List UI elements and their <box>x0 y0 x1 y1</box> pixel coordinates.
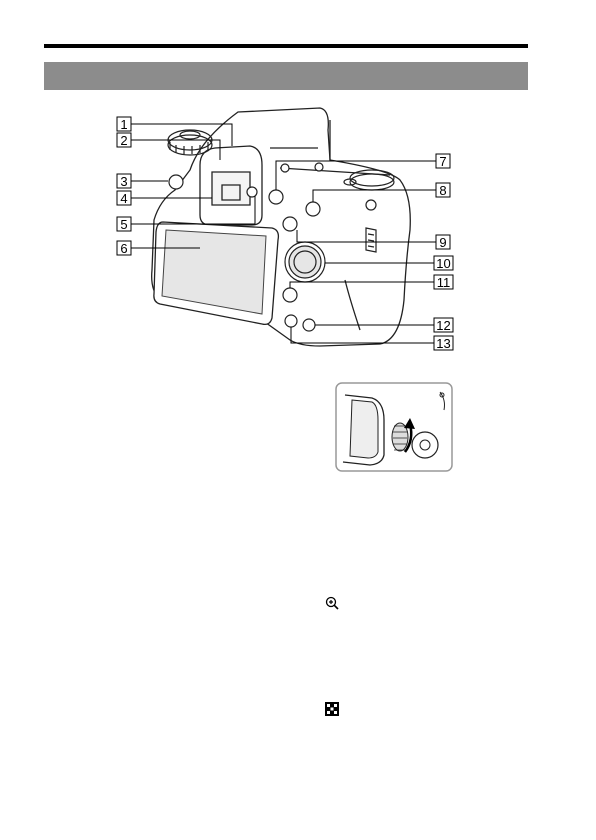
callout-12: 12 <box>436 318 450 333</box>
callout-11: 11 <box>437 275 451 290</box>
zoom-in-icon <box>325 596 339 614</box>
callout-9: 9 <box>439 235 446 250</box>
multi-selector <box>285 242 325 282</box>
callout-6: 6 <box>120 241 127 256</box>
callout-7: 7 <box>439 154 446 169</box>
lcd-monitor <box>154 222 279 324</box>
callout-8: 8 <box>439 183 446 198</box>
callout-1: 1 <box>120 117 127 132</box>
callout-10: 10 <box>436 256 450 271</box>
callout-5: 5 <box>120 217 127 232</box>
callout-13: 13 <box>436 336 450 351</box>
image-index-icon <box>325 702 339 720</box>
viewfinder <box>200 146 262 225</box>
strap-lug <box>366 228 376 252</box>
callout-3: 3 <box>120 174 127 189</box>
callout-2: 2 <box>120 133 127 148</box>
inset-diopter-detail <box>336 383 452 471</box>
callout-4: 4 <box>120 191 127 206</box>
